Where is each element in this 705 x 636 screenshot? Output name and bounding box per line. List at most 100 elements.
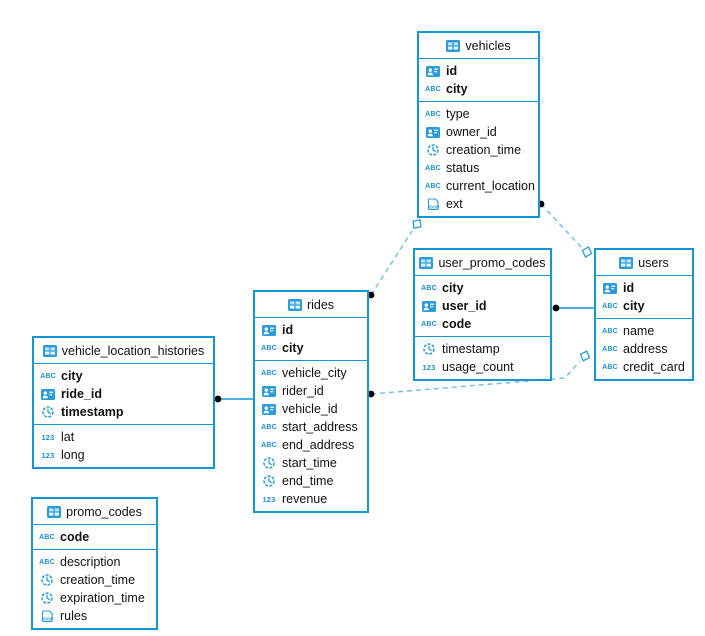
- id-badge-icon: [40, 388, 56, 400]
- table-name: rides: [306, 297, 335, 312]
- column-row-id[interactable]: id: [596, 279, 692, 297]
- text-type-icon: ABC: [421, 284, 437, 292]
- column-row-name[interactable]: ABC name: [596, 322, 692, 340]
- column-row-vehicle_id[interactable]: vehicle_id: [255, 400, 367, 418]
- relationship-rides-users[interactable]: [367, 349, 592, 398]
- column-name: id: [446, 64, 458, 78]
- column-row-rider_id[interactable]: rider_id: [255, 382, 367, 400]
- relationship-user_promo_codes-users[interactable]: [552, 304, 594, 312]
- table-header[interactable]: rides: [255, 292, 367, 318]
- column-name: code: [60, 530, 90, 544]
- column-name: city: [442, 281, 464, 295]
- column-row-status[interactable]: ABC status: [419, 159, 538, 177]
- column-row-owner_id[interactable]: owner_id: [419, 123, 538, 141]
- column-name: status: [446, 161, 480, 175]
- table-header[interactable]: user_promo_codes: [415, 250, 550, 276]
- column-row-timestamp[interactable]: timestamp: [415, 340, 550, 358]
- id-badge-icon: [261, 324, 277, 336]
- column-row-end_time[interactable]: end_time: [255, 472, 367, 490]
- column-name: ext: [446, 197, 463, 211]
- column-name: timestamp: [61, 405, 124, 419]
- table-name: vehicle_location_histories: [61, 343, 205, 358]
- column-row-timestamp[interactable]: timestamp: [34, 403, 213, 421]
- column-row-id[interactable]: id: [419, 62, 538, 80]
- text-type-icon: ABC: [602, 363, 618, 371]
- column-name: vehicle_id: [282, 402, 338, 416]
- column-row-city[interactable]: ABC city: [415, 279, 550, 297]
- table-header[interactable]: promo_codes: [33, 499, 156, 525]
- table-header[interactable]: vehicles: [419, 33, 538, 59]
- column-name: timestamp: [442, 342, 500, 356]
- text-type-icon: ABC: [602, 327, 618, 335]
- text-type-icon: ABC: [425, 164, 441, 172]
- text-type-icon: ABC: [39, 533, 55, 541]
- column-row-code[interactable]: ABC code: [33, 528, 156, 546]
- number-type-icon: 123: [41, 450, 55, 460]
- column-row-creation_time[interactable]: creation_time: [419, 141, 538, 159]
- timestamp-type-icon: [261, 457, 277, 469]
- relationship-vehicle_location_histories-rides[interactable]: [214, 395, 253, 403]
- column-name: id: [623, 281, 635, 295]
- column-row-expiration_time[interactable]: expiration_time: [33, 589, 156, 607]
- column-name: city: [282, 341, 304, 355]
- column-name: current_location: [446, 179, 535, 193]
- column-row-start_time[interactable]: start_time: [255, 454, 367, 472]
- id-badge-icon: [602, 282, 618, 294]
- column-row-ride_id[interactable]: ride_id: [34, 385, 213, 403]
- column-name: start_time: [282, 456, 337, 470]
- column-name: name: [623, 324, 655, 338]
- column-row-id[interactable]: id: [255, 321, 367, 339]
- text-type-icon: ABC: [425, 85, 441, 93]
- timestamp-type-icon: [261, 475, 277, 487]
- column-row-user_id[interactable]: user_id: [415, 297, 550, 315]
- table-header[interactable]: vehicle_location_histories: [34, 338, 213, 364]
- table-icon: [446, 39, 461, 52]
- relationship-rides-vehicles[interactable]: [367, 217, 424, 299]
- table-header[interactable]: users: [596, 250, 692, 276]
- relationship-vehicles-users[interactable]: [537, 200, 593, 259]
- table-name: users: [638, 255, 669, 270]
- id-badge-icon: [425, 65, 441, 77]
- column-name: lat: [61, 430, 75, 444]
- text-type-icon: ABC: [261, 441, 277, 449]
- pk-end-diamond: [412, 218, 422, 230]
- id-badge-icon: [261, 403, 277, 415]
- column-name: start_address: [282, 420, 358, 434]
- column-row-creation_time[interactable]: creation_time: [33, 571, 156, 589]
- column-name: creation_time: [60, 573, 136, 587]
- text-type-icon: ABC: [425, 110, 441, 118]
- column-name: city: [61, 369, 83, 383]
- timestamp-type-icon: [421, 343, 437, 355]
